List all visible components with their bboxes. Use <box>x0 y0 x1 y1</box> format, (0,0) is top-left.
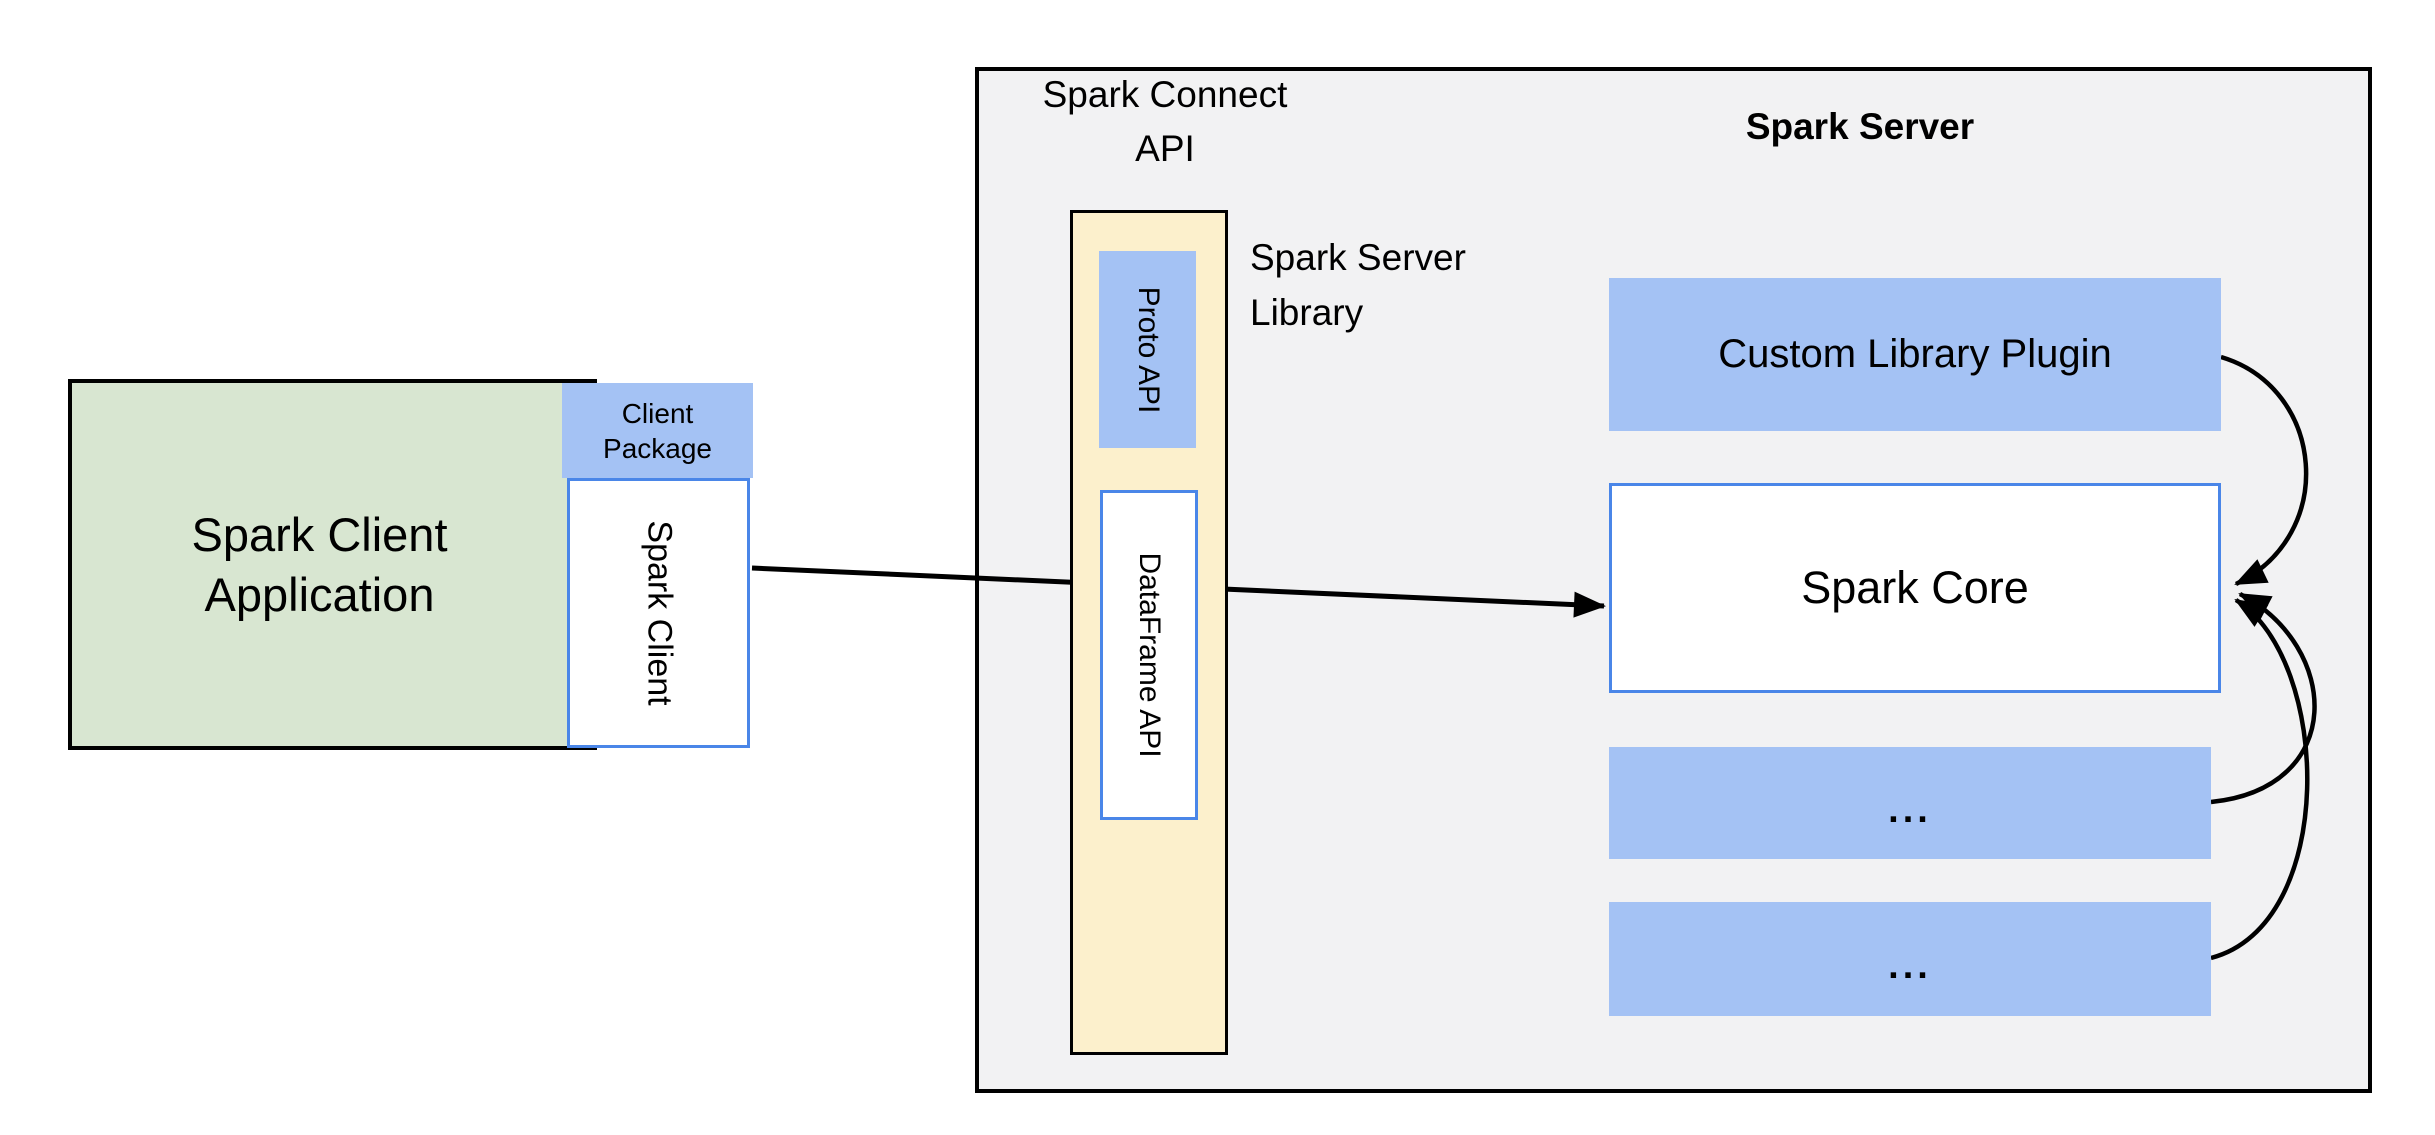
spark-core-box: Spark Core <box>1609 483 2221 693</box>
ellipsis1-to-core-arrow <box>2210 592 2317 805</box>
spark-server-library-line2: Library <box>1250 292 1364 333</box>
plugin-to-core-arrow <box>2220 354 2309 587</box>
spark-core-label: Spark Core <box>1801 562 2029 613</box>
ellipsis-label-2: ... <box>1888 944 1932 987</box>
custom-library-plugin-label: Custom Library Plugin <box>1718 332 2112 376</box>
plugin-ellipsis-box-1: ... <box>1609 747 2211 859</box>
spark-server-title-text: Spark Server <box>1745 106 1975 147</box>
spark-server-library-line1: Spark Server <box>1250 237 1466 278</box>
spark-client-application-line2: Application <box>204 567 435 621</box>
ellipsis-label-1: ... <box>1888 788 1932 831</box>
client-package-label: Client Package <box>603 396 712 466</box>
client-package-line1: Client <box>621 397 694 429</box>
spark-connect-api-line1: Spark Connect <box>1042 74 1288 115</box>
plugin-ellipsis-box-2: ... <box>1609 902 2211 1016</box>
custom-library-plugin-box: Custom Library Plugin <box>1609 278 2221 431</box>
ellipsis2-to-core-arrow <box>2210 598 2310 961</box>
spark-client-application-label: Spark Client Application <box>72 505 567 625</box>
client-package-line2: Package <box>603 432 712 464</box>
spark-connect-api-label: Spark Connect API <box>1000 68 1330 176</box>
dataframe-api-box: DataFrame API <box>1100 490 1198 820</box>
proto-api-box: Proto API <box>1099 251 1196 448</box>
spark-client-box: Spark Client <box>567 478 750 748</box>
proto-api-label: Proto API <box>1131 286 1165 413</box>
dataframe-api-label: DataFrame API <box>1133 552 1166 758</box>
spark-client-application-line1: Spark Client <box>191 507 448 561</box>
spark-connect-api-line2: API <box>1135 128 1195 169</box>
spark-client-application-box: Spark Client Application <box>68 379 597 750</box>
client-package-box: Client Package <box>562 383 753 478</box>
spark-server-label: Spark Server <box>1690 104 2030 150</box>
spark-server-library-label: Spark Server Library <box>1250 230 1610 340</box>
spark-client-label: Spark Client <box>640 520 678 706</box>
